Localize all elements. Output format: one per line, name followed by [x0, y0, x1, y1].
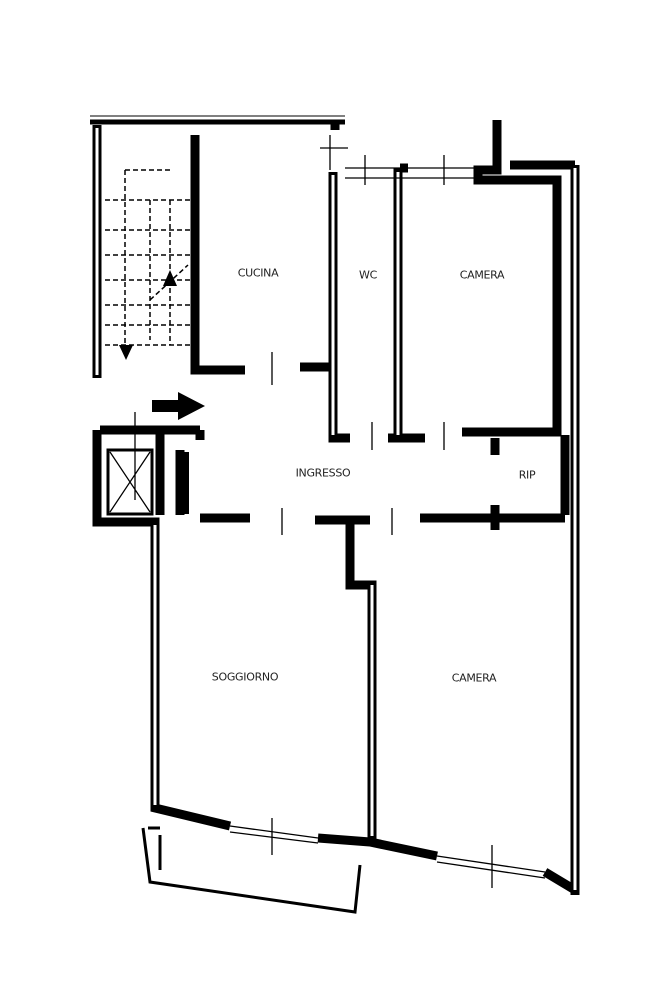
stair-down-arrow-icon	[119, 345, 133, 360]
room-label-camera: CAMERA	[459, 268, 505, 282]
room-label-cucina: CUCINA	[237, 266, 279, 280]
door-openings	[271, 352, 445, 535]
room-label-rip: RIP	[518, 468, 536, 482]
room-label-soggiorno: SOGGIORNO	[211, 670, 279, 684]
windows	[229, 135, 546, 888]
staircase	[105, 169, 190, 360]
room-label-wc: WC	[359, 268, 377, 282]
arrow-right-icon	[152, 392, 205, 420]
elevator	[106, 412, 189, 516]
balcony	[141, 826, 362, 914]
room-label-camera-2: CAMERA	[451, 671, 497, 685]
walls	[90, 115, 580, 895]
stair-up-arrow-icon	[163, 270, 177, 286]
room-label-ingresso: INGRESSO	[295, 466, 351, 480]
